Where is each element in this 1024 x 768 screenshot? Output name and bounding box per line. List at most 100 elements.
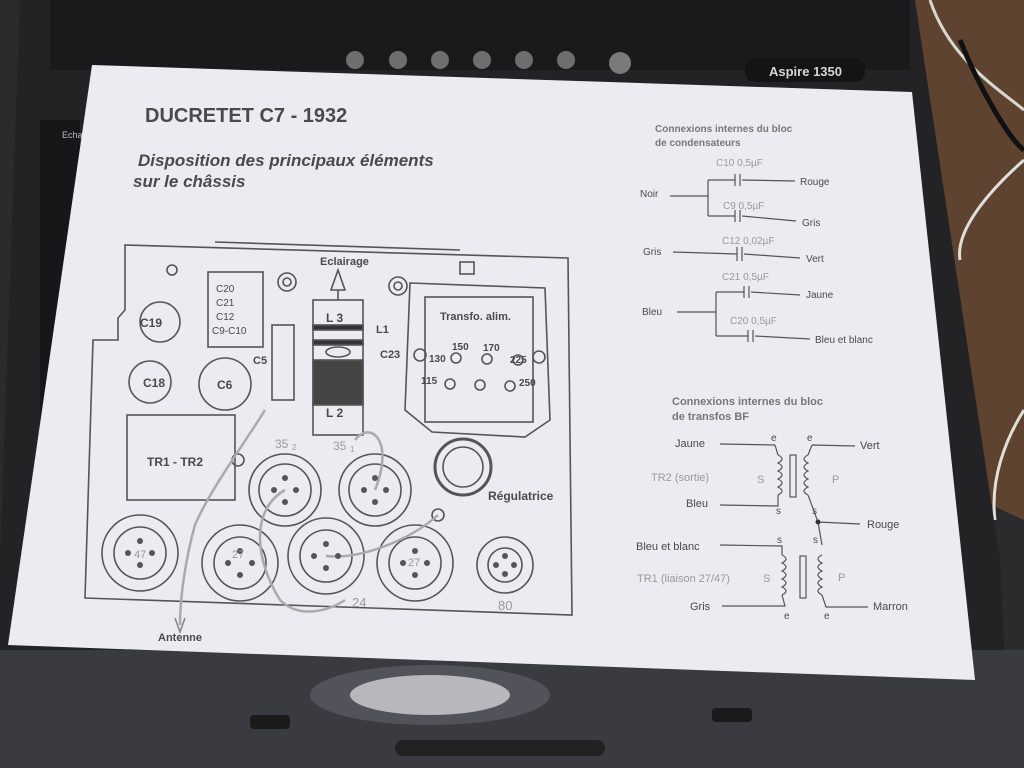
tap-250: 250 <box>519 378 536 389</box>
coil-l3-band <box>312 324 364 331</box>
tube-35-1-socket <box>338 453 412 527</box>
label-c19: C19 <box>140 316 162 330</box>
sheet-title: DUCRETET C7 - 1932 <box>145 105 347 127</box>
bf-tr2-p: P <box>832 474 839 486</box>
black-cable <box>957 39 1024 153</box>
cap-block-1: C20 <box>216 284 235 295</box>
bf-jaune: Jaune <box>675 438 705 450</box>
cond-jaune: Jaune <box>806 290 834 301</box>
label-c6: C6 <box>217 378 233 392</box>
bf-wires <box>719 443 868 608</box>
bf-marron: Marron <box>873 601 908 613</box>
sheet-subtitle-1: Disposition des principaux éléments <box>138 151 434 170</box>
tube-27-1-socket <box>201 524 279 602</box>
label-c18: C18 <box>143 376 165 390</box>
chassis-labels: Eclairage C19 C18 C6 C5 C20 C21 C12 C9-C… <box>134 256 554 644</box>
quick-button-5[interactable] <box>515 51 533 69</box>
antenna-wire <box>178 409 267 626</box>
tube-35-2-socket <box>248 453 322 527</box>
quick-button-1[interactable] <box>346 51 364 69</box>
label-eclairage: Eclairage <box>320 256 369 268</box>
latch-left <box>250 715 290 729</box>
tr1-primary-coil <box>780 554 787 596</box>
cond-heading-2: de condensateurs <box>655 138 741 149</box>
power-button-icon[interactable] <box>609 52 631 74</box>
tap-115: 115 <box>421 376 438 387</box>
cap-block-4: C9-C10 <box>212 326 247 337</box>
label-l1: L1 <box>376 324 389 336</box>
bf-bleu-blanc: Bleu et blanc <box>636 541 700 553</box>
bf-s-3: s <box>777 535 782 546</box>
cap-block-3: C12 <box>216 312 235 323</box>
label-c5: C5 <box>253 355 267 367</box>
cond-c21: C21 0,5µF <box>722 272 769 283</box>
cond-c12: C12 0,02µF <box>722 236 774 247</box>
bf-gris: Gris <box>690 601 711 613</box>
wire-grommet <box>431 508 445 522</box>
bf-vert: Vert <box>860 440 880 452</box>
tap-170: 170 <box>483 343 500 354</box>
bf-e-3: e <box>784 611 790 622</box>
c6-capacitor <box>198 357 252 411</box>
label-antenne: Antenne <box>158 632 202 644</box>
cond-c10: C10 0,5µF <box>716 158 763 169</box>
laptop-buttons <box>346 51 631 74</box>
bf-heading-1: Connexions internes du bloc <box>672 396 823 408</box>
mount-hole-3-inner <box>393 281 403 291</box>
transfo-housing <box>404 282 551 438</box>
tap-150: 150 <box>452 342 469 353</box>
c19-capacitor <box>139 301 181 343</box>
cap-block-2: C21 <box>216 298 235 309</box>
c5-capacitor <box>271 324 295 401</box>
transfo-hole-l <box>413 348 427 362</box>
label-35-1: 35 <box>333 439 347 453</box>
quick-button-4[interactable] <box>473 51 491 69</box>
cond-c9: C9 0,5µF <box>723 201 764 212</box>
bf-e-2: e <box>807 433 813 444</box>
mount-hole-3 <box>388 276 408 296</box>
cond-noir: Noir <box>640 189 659 200</box>
label-47: 47 <box>134 549 146 561</box>
bf-e-4: e <box>824 611 830 622</box>
sheet-subtitle-2: sur le châssis <box>133 172 245 191</box>
quick-button-2[interactable] <box>389 51 407 69</box>
tube-47-socket <box>101 514 179 592</box>
model-label: Aspire 1350 <box>769 64 842 79</box>
chassis-rail <box>214 241 461 251</box>
transfo-hole-r <box>532 350 546 364</box>
cond-heading-1: Connexions internes du bloc <box>655 124 793 135</box>
condenser-wires <box>670 174 811 342</box>
touchpad-button[interactable] <box>350 675 510 715</box>
wire-2 <box>354 431 384 491</box>
bf-e-1: e <box>771 433 777 444</box>
vent-slot <box>395 740 605 756</box>
cond-gris-left: Gris <box>643 247 661 258</box>
label-35-2: 35 <box>275 437 289 451</box>
tube-pins <box>125 475 517 578</box>
cond-bleu: Bleu <box>642 307 662 318</box>
tap-130: 130 <box>429 354 446 365</box>
tube-27-2-socket <box>376 524 454 602</box>
quick-button-6[interactable] <box>557 51 575 69</box>
label-l2: L 2 <box>326 406 343 420</box>
c23-trimmer <box>325 346 351 358</box>
cond-gris-right: Gris <box>802 218 820 229</box>
antenna-arrow-icon <box>174 617 186 635</box>
tap-225: 225 <box>510 355 527 366</box>
side-key-label: Echa <box>62 130 83 140</box>
model-badge <box>745 58 865 82</box>
condenser-schematic: Connexions internes du bloc de condensat… <box>640 124 873 346</box>
tr2-secondary-coil <box>803 454 810 496</box>
bf-s-1: s <box>776 506 781 517</box>
bf-schematic: Connexions internes du bloc de transfos … <box>636 396 908 622</box>
label-l3: L 3 <box>326 311 343 325</box>
bf-rouge: Rouge <box>867 519 899 531</box>
label-35-2-sub: 2 <box>292 443 297 452</box>
bf-tr1-p: P <box>838 572 845 584</box>
wire-1 <box>258 488 346 613</box>
quick-button-3[interactable] <box>431 51 449 69</box>
chassis-outline <box>84 244 573 616</box>
regulator-socket <box>433 437 493 497</box>
mount-hole-1 <box>166 264 178 276</box>
cap-block <box>207 271 264 348</box>
